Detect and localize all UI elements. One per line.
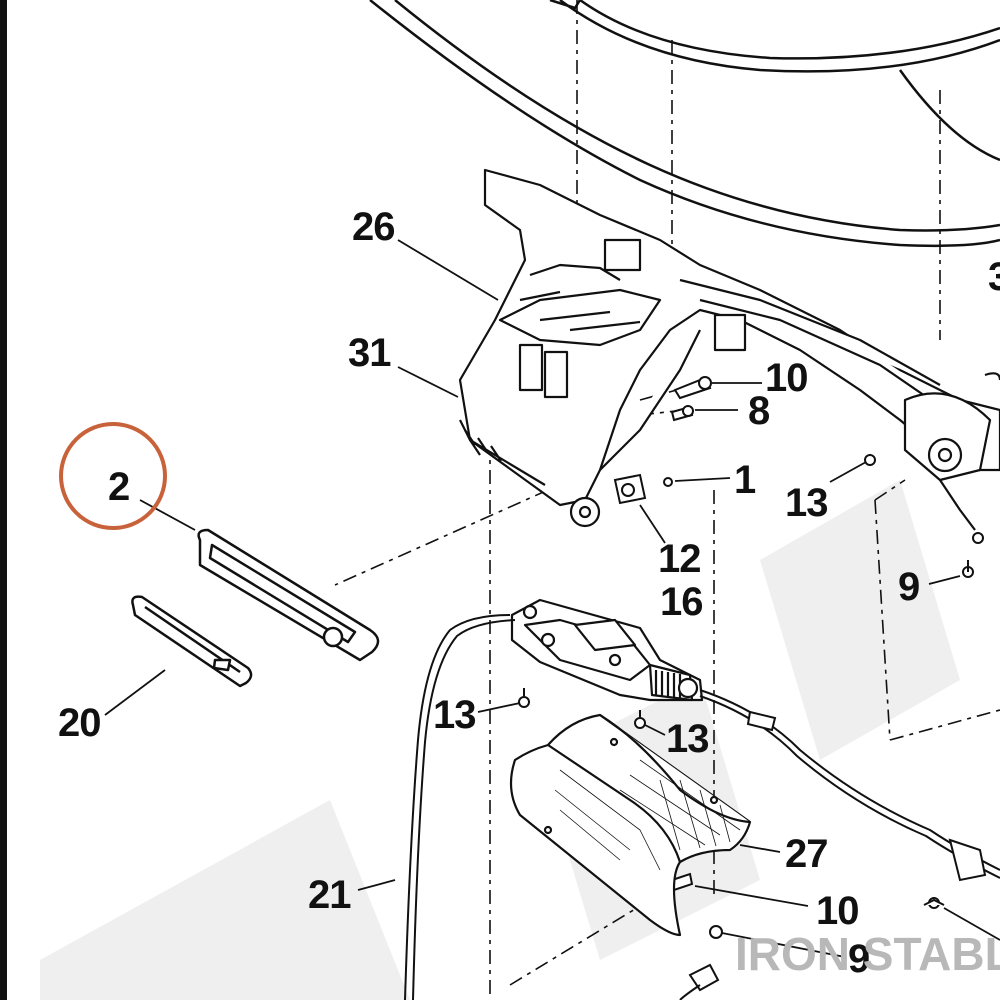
label-part-21: 21 <box>308 873 351 917</box>
latch-actuator <box>510 598 704 702</box>
label-part-3-partial: 3 <box>988 255 1000 299</box>
shell-cover-part <box>509 713 752 937</box>
label-part-16: 16 <box>660 580 703 624</box>
top-cover <box>369 0 1000 248</box>
label-part-10-lower: 10 <box>816 889 859 933</box>
background-watermark <box>40 480 960 1000</box>
label-part-31: 31 <box>348 331 391 375</box>
label-part-9-upper: 9 <box>898 565 919 609</box>
label-part-1: 1 <box>734 458 756 502</box>
trim-strip-part <box>131 595 253 688</box>
label-part-12: 12 <box>658 537 701 581</box>
bracket-assembly <box>458 168 1000 531</box>
highlight-circle <box>59 422 167 530</box>
label-part-27: 27 <box>785 832 828 876</box>
label-part-2: 2 <box>108 465 129 509</box>
cable-part <box>404 614 1000 1000</box>
handle-part <box>197 528 380 662</box>
label-part-13-upper: 13 <box>785 481 828 525</box>
label-part-10-upper: 10 <box>765 356 808 400</box>
frame-border <box>0 0 7 1000</box>
label-part-8: 8 <box>748 389 770 433</box>
part-labels: 26 31 10 8 1 13 2 12 16 9 20 13 13 27 21… <box>58 205 1000 981</box>
leader-lines <box>104 239 1000 958</box>
label-part-20: 20 <box>58 701 101 745</box>
label-part-13-right: 13 <box>666 717 709 761</box>
label-part-9-lower: 9 <box>848 937 869 981</box>
label-part-26: 26 <box>352 205 395 249</box>
watermark: IRON STABLE <box>735 928 1000 980</box>
fasteners-upper <box>613 376 984 578</box>
label-part-13-middle: 13 <box>433 693 476 737</box>
